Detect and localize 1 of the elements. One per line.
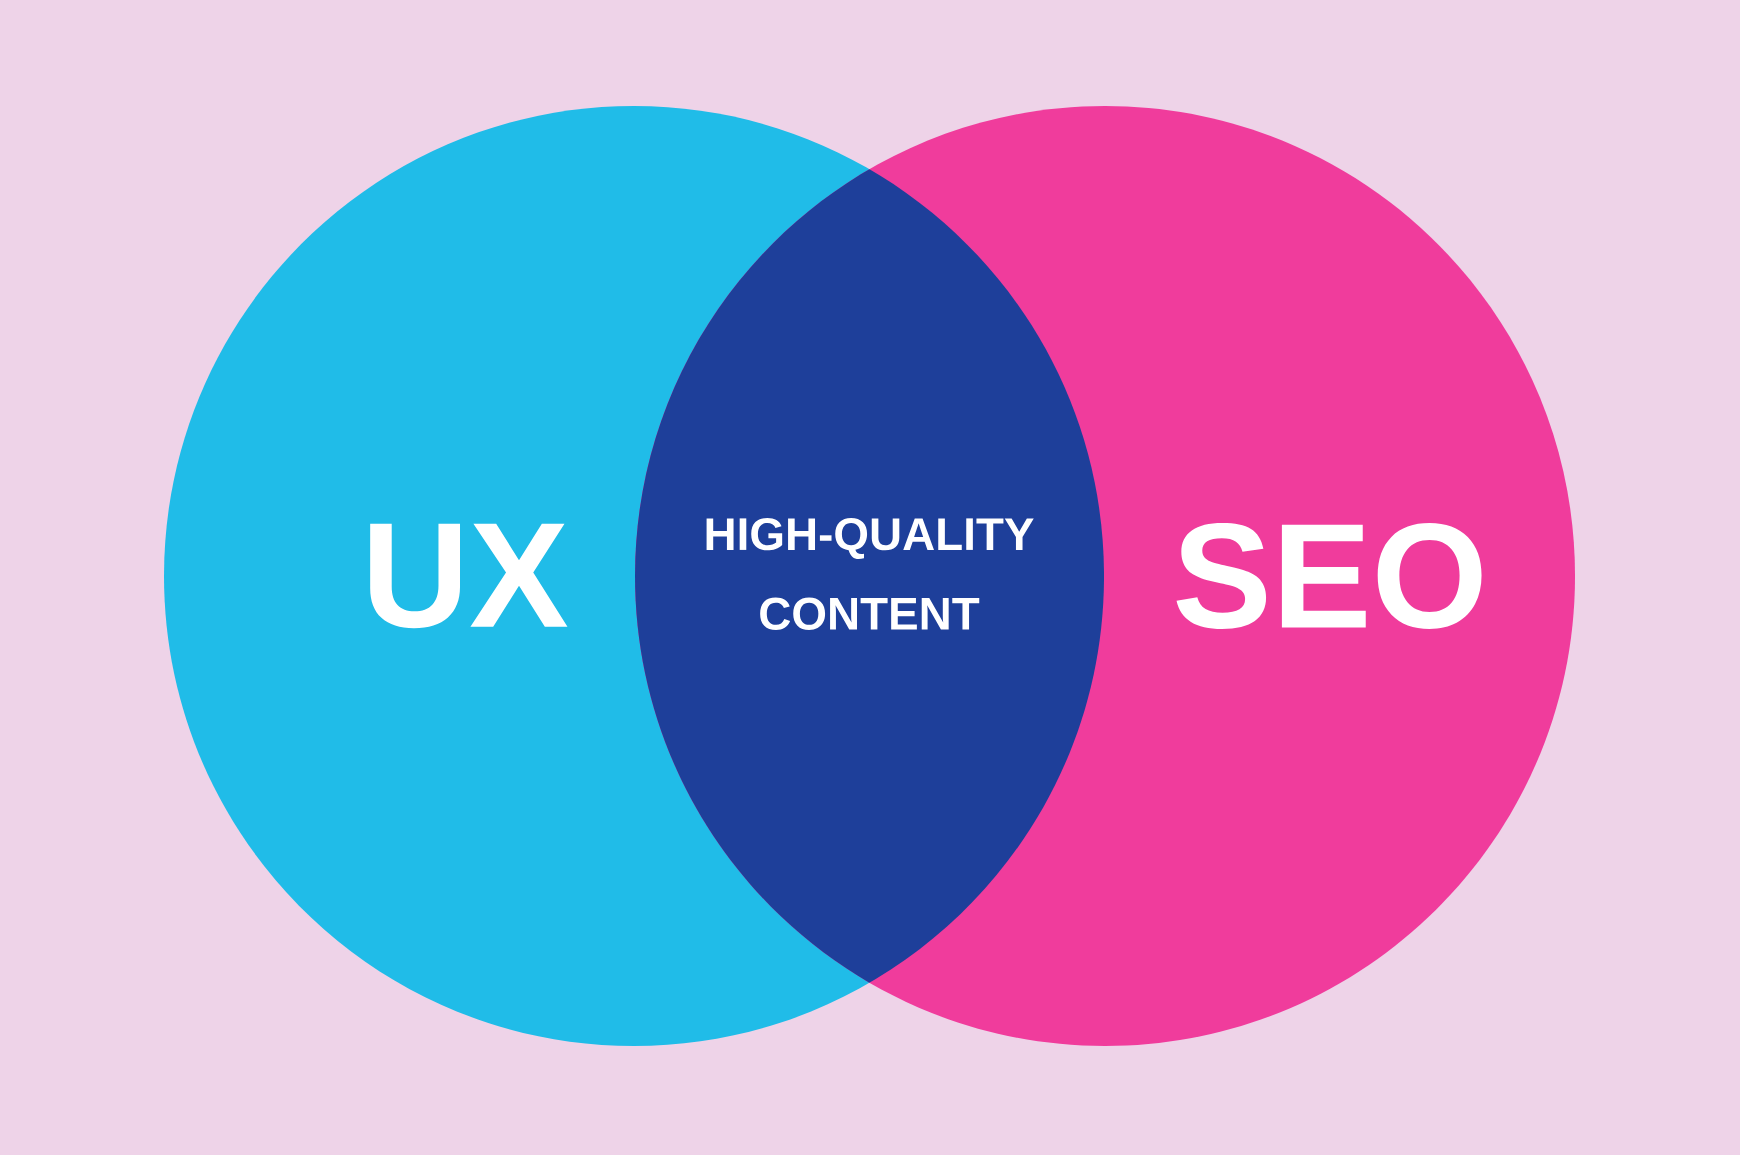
overlap-region: HIGH-QUALITY CONTENT bbox=[706, 517, 1034, 631]
